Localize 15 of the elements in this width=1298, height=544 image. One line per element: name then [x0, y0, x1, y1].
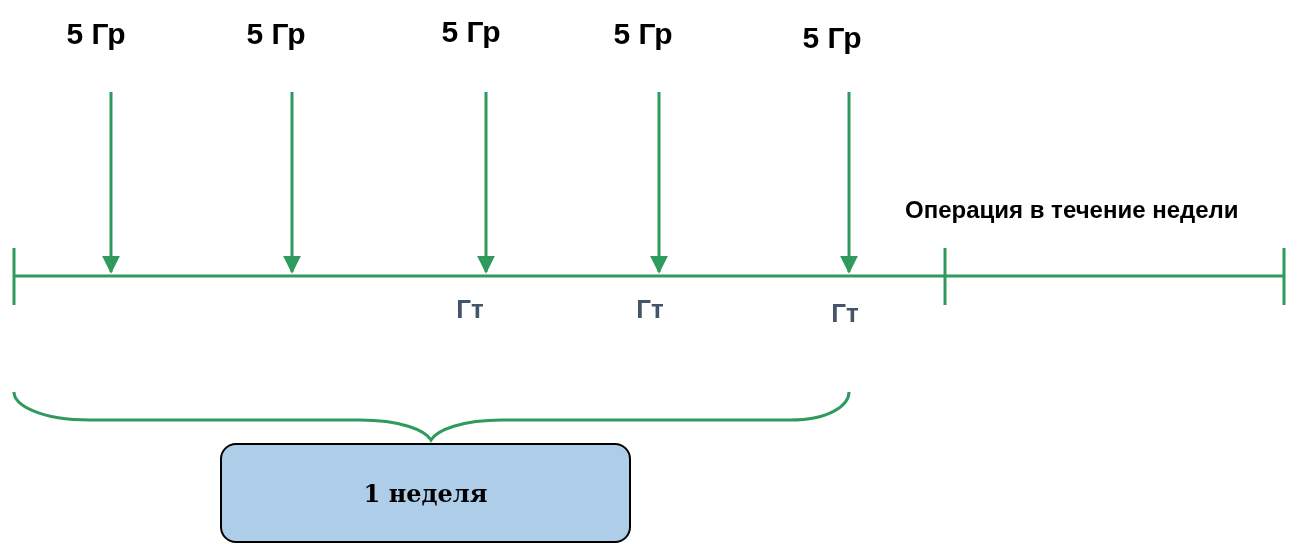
phase-label: Операция в течение недели [905, 196, 1239, 224]
gt-label: Гт [455, 294, 485, 325]
dose-label: 5 Гр [226, 14, 326, 54]
arrow [477, 92, 495, 274]
arrow [102, 92, 120, 274]
arrow [283, 92, 301, 274]
duration-box: 1 неделя [220, 443, 631, 543]
dose-label: 5 Гр [782, 18, 882, 58]
arrow [650, 92, 668, 274]
dose-label: 5 Гр [421, 12, 521, 52]
dose-label: 5 Гр [46, 14, 146, 54]
gt-label: Гт [830, 298, 860, 329]
dose-label: 5 Гр [593, 14, 693, 54]
arrow [840, 92, 858, 274]
gt-label: Гт [635, 294, 665, 325]
